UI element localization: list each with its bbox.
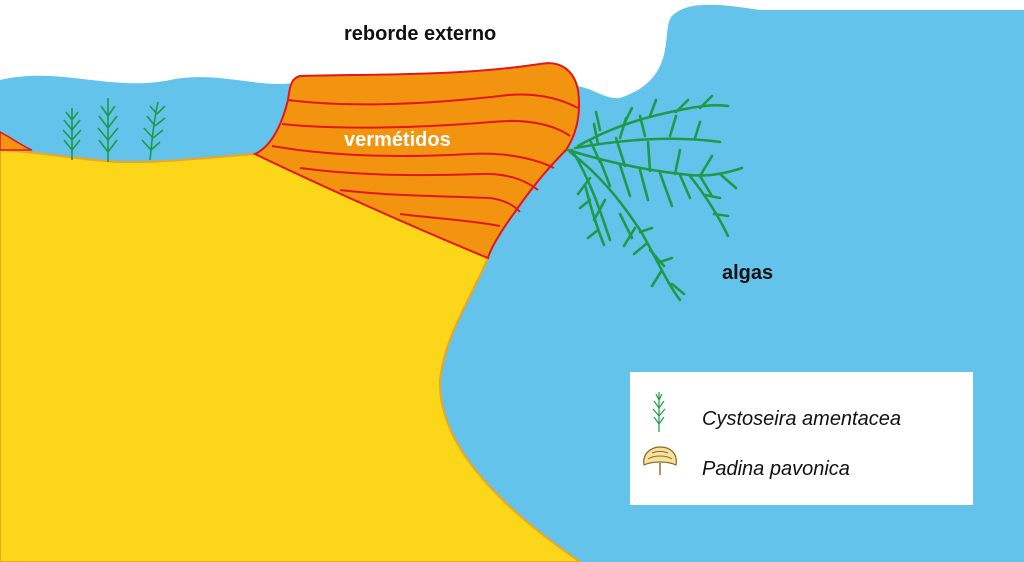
label-algae: algas xyxy=(722,262,773,284)
legend-box xyxy=(630,372,973,505)
label-vermetids: vermétidos xyxy=(344,129,451,151)
legend-item-padina: Padina pavonica xyxy=(702,458,850,480)
legend-item-cystoseira: Cystoseira amentacea xyxy=(702,408,901,430)
label-outer-rim: reborde externo xyxy=(344,23,496,45)
legend: Cystoseira amentacea Padina pavonica xyxy=(630,372,973,505)
